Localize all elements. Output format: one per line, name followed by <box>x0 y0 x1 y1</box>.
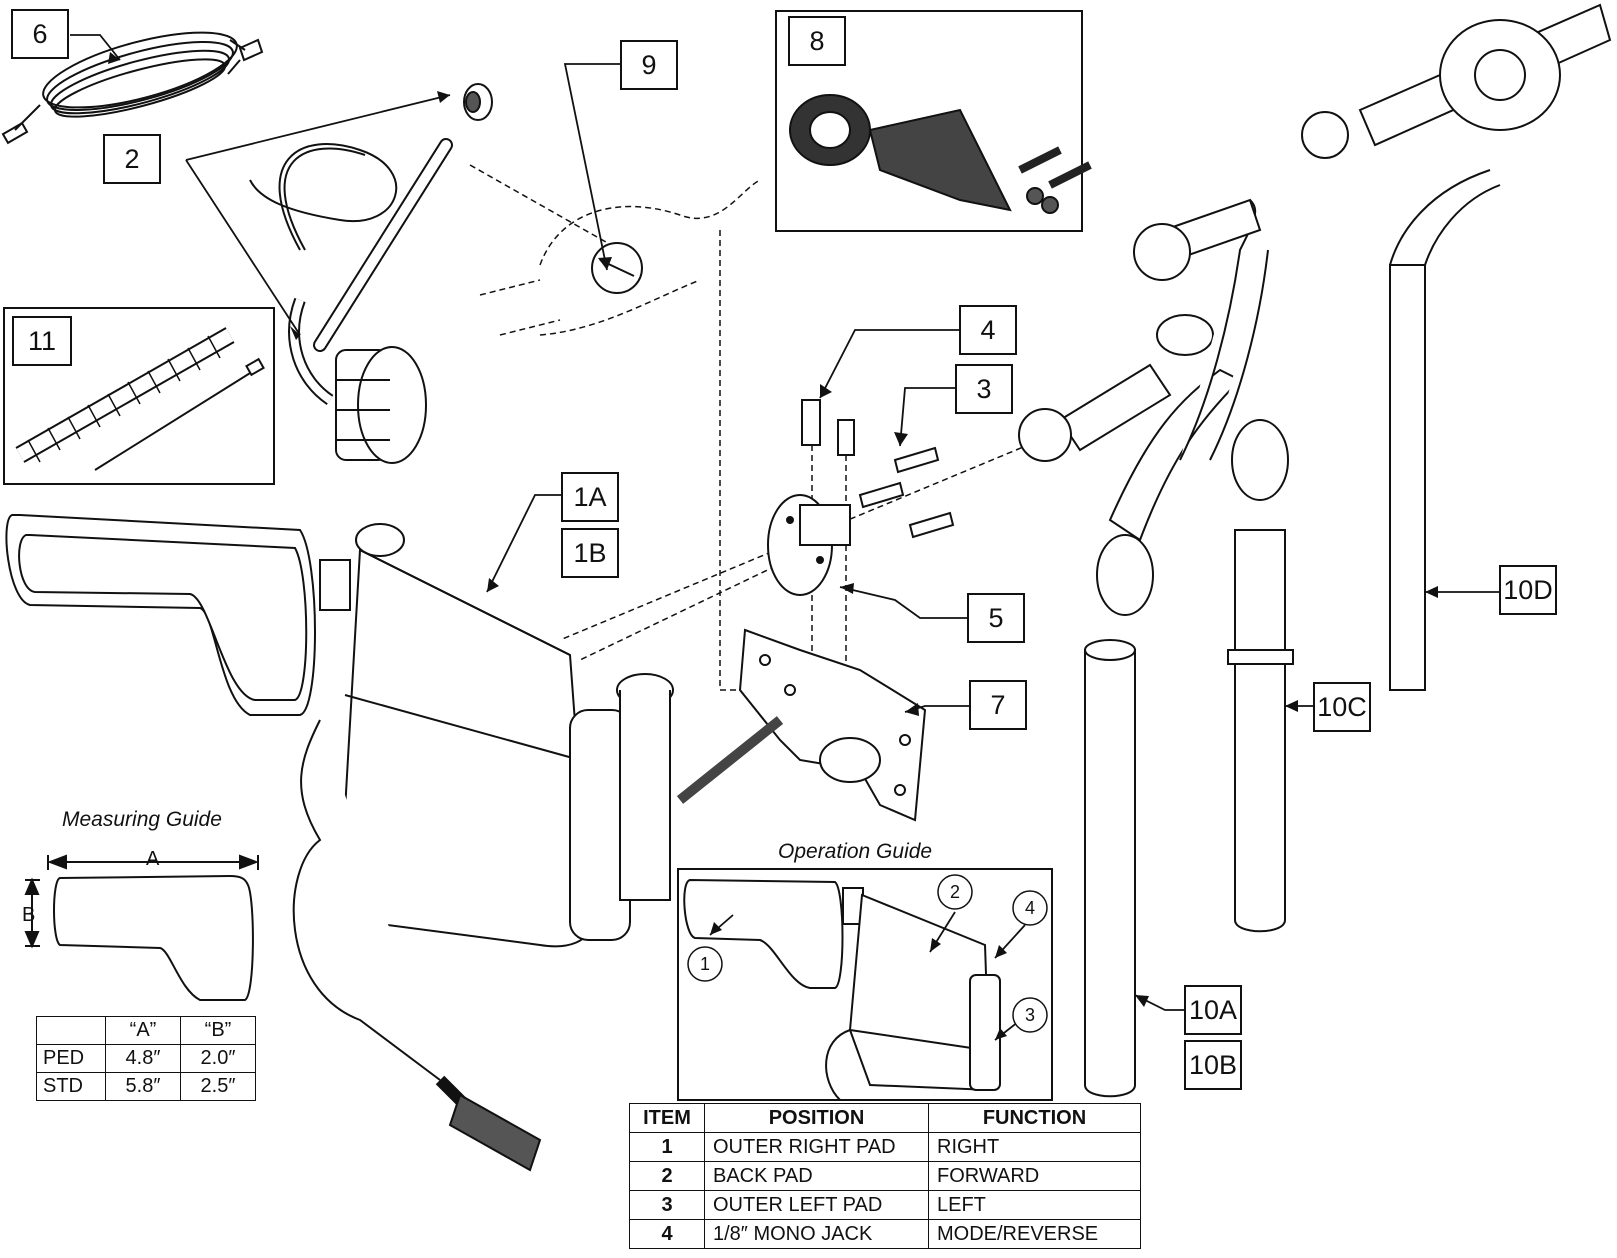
measuring-table-row: STD 5.8″ 2.5″ <box>36 1072 256 1101</box>
measuring-table: “A” “B” PED 4.8″ 2.0″ STD 5.8″ 2.5″ <box>36 1016 256 1101</box>
screws-part <box>801 399 955 539</box>
callout-1a: 1A <box>561 472 619 522</box>
spiral-wrap-box <box>3 307 275 485</box>
operation-guide-title: Operation Guide <box>778 840 933 863</box>
clamp-kit-box <box>775 10 1092 232</box>
dimension-a-label: A <box>146 848 160 870</box>
measuring-table-row: PED 4.8″ 2.0″ <box>36 1044 256 1073</box>
measuring-table-header: “A” “B” <box>36 1016 256 1045</box>
op-marker-3-label: 3 <box>1025 1005 1035 1025</box>
measuring-guide-shape <box>24 854 259 1001</box>
mounting-arms <box>1018 3 1612 1098</box>
operation-guide-figure <box>677 868 1053 1101</box>
coiled-cable-part <box>1 31 264 145</box>
callout-7: 7 <box>969 680 1027 730</box>
op-marker-2-label: 2 <box>950 882 960 902</box>
op-marker-1-label: 1 <box>700 954 710 974</box>
callout-3: 3 <box>955 364 1013 414</box>
hub-part <box>767 494 851 596</box>
operation-table: ITEM POSITION FUNCTION 1 OUTER RIGHT PAD… <box>629 1103 1141 1249</box>
callout-10c: 10C <box>1313 682 1371 732</box>
callout-8: 8 <box>788 16 846 66</box>
callout-1b: 1B <box>561 528 619 578</box>
callout-2: 2 <box>103 134 161 184</box>
callout-4: 4 <box>959 305 1017 355</box>
leader-lines <box>70 34 1500 1041</box>
bracket-plate-part <box>676 628 927 822</box>
mount-bracket-ghost <box>469 164 830 691</box>
switch-cable-part <box>249 83 493 464</box>
operation-table-row: 3 OUTER LEFT PAD LEFT <box>629 1190 1141 1220</box>
dimension-b-label: B <box>22 904 36 926</box>
op-markers <box>687 874 1048 1033</box>
callout-10a: 10A <box>1184 985 1242 1035</box>
callout-6: 6 <box>11 9 69 59</box>
callout-5: 5 <box>967 593 1025 643</box>
callout-10d: 10D <box>1499 565 1557 615</box>
callout-11: 11 <box>12 316 72 366</box>
callout-9: 9 <box>620 40 678 90</box>
operation-table-header: ITEM POSITION FUNCTION <box>629 1103 1141 1133</box>
head-pad-assembly <box>5 514 674 1172</box>
op-marker-4-label: 4 <box>1025 898 1035 918</box>
operation-table-row: 1 OUTER RIGHT PAD RIGHT <box>629 1132 1141 1162</box>
operation-table-row: 4 1/8″ MONO JACK MODE/REVERSE <box>629 1219 1141 1249</box>
measuring-guide-title: Measuring Guide <box>62 808 222 831</box>
callout-10b: 10B <box>1184 1040 1242 1090</box>
operation-table-row: 2 BACK PAD FORWARD <box>629 1161 1141 1191</box>
op-marker-2 <box>937 874 973 910</box>
op-marker-3 <box>1012 997 1048 1033</box>
op-marker-4 <box>1012 890 1048 926</box>
op-marker-1 <box>687 946 723 982</box>
